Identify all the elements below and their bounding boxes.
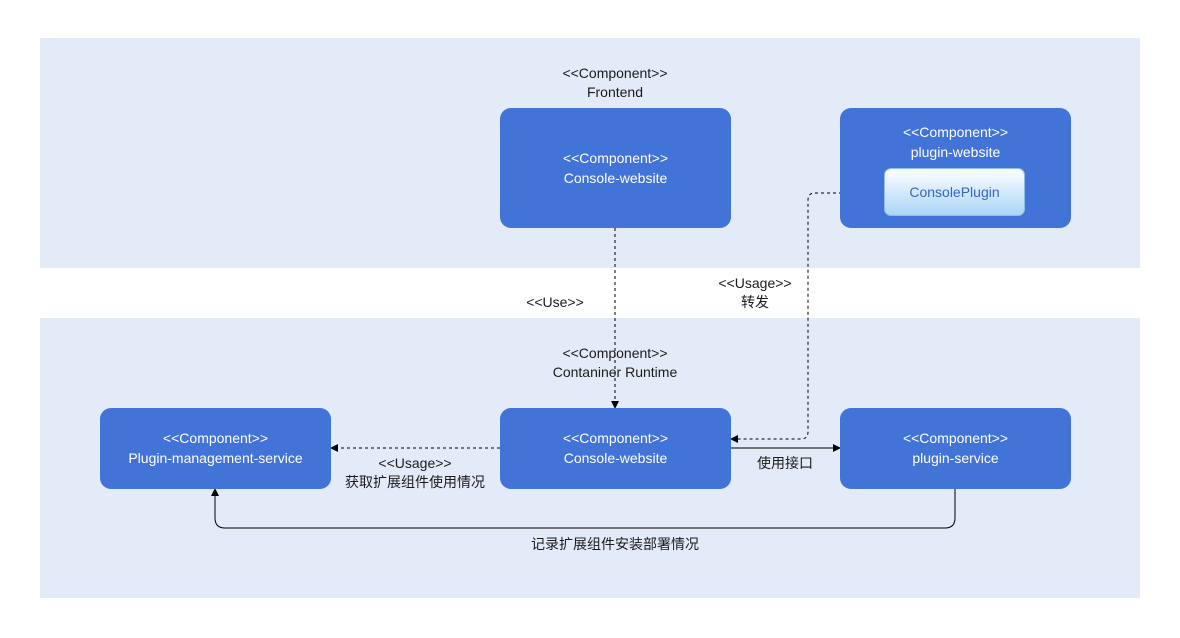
- component-stereotype: <<Component>>: [902, 430, 1009, 446]
- record-deploy-edge-label: 记录扩展组件安装部署情况: [531, 536, 699, 552]
- component-name: Console-website: [563, 170, 668, 186]
- plugin-website-component[interactable]: <<Component>> plugin-website ConsolePlug…: [840, 108, 1071, 228]
- use-edge-label: <<Use>>: [526, 294, 584, 310]
- fetch-usage-stereotype: <<Usage>>: [378, 455, 452, 471]
- console-plugin-button[interactable]: ConsolePlugin: [884, 168, 1025, 216]
- use-interface-edge-label: 使用接口: [757, 455, 813, 471]
- forward-edge: [730, 192, 884, 443]
- console-website-runtime-component[interactable]: <<Component>> Console-website: [500, 408, 731, 489]
- forward-edge-stereotype: <<Usage>>: [718, 275, 792, 291]
- component-name: plugin-service: [912, 450, 999, 466]
- console-website-frontend-component[interactable]: <<Component>> Console-website: [500, 108, 731, 228]
- forward-edge-label: <<Usage>> 转发: [700, 274, 810, 312]
- forward-edge-text: 转发: [741, 294, 769, 310]
- component-name: Plugin-management-service: [128, 450, 303, 466]
- component-stereotype: <<Component>>: [562, 430, 669, 446]
- runtime-stereotype: <<Component>>: [562, 345, 668, 361]
- frontend-region-caption: <<Component>> Frontend: [500, 64, 730, 102]
- plugin-management-service-component[interactable]: <<Component>> Plugin-management-service: [100, 408, 331, 489]
- record-deploy-edge: [211, 488, 956, 529]
- frontend-stereotype: <<Component>>: [562, 65, 668, 81]
- fetch-usage-text: 获取扩展组件使用情况: [345, 474, 485, 490]
- component-name: Console-website: [563, 450, 668, 466]
- frontend-name: Frontend: [586, 84, 644, 100]
- component-stereotype: <<Component>>: [162, 430, 269, 446]
- component-stereotype: <<Component>>: [562, 150, 669, 166]
- plugin-service-component[interactable]: <<Component>> plugin-service: [840, 408, 1071, 489]
- component-stereotype: <<Component>>: [902, 124, 1009, 140]
- component-name: plugin-website: [910, 144, 1001, 160]
- fetch-usage-edge-label: <<Usage>> 获取扩展组件使用情况: [330, 454, 500, 492]
